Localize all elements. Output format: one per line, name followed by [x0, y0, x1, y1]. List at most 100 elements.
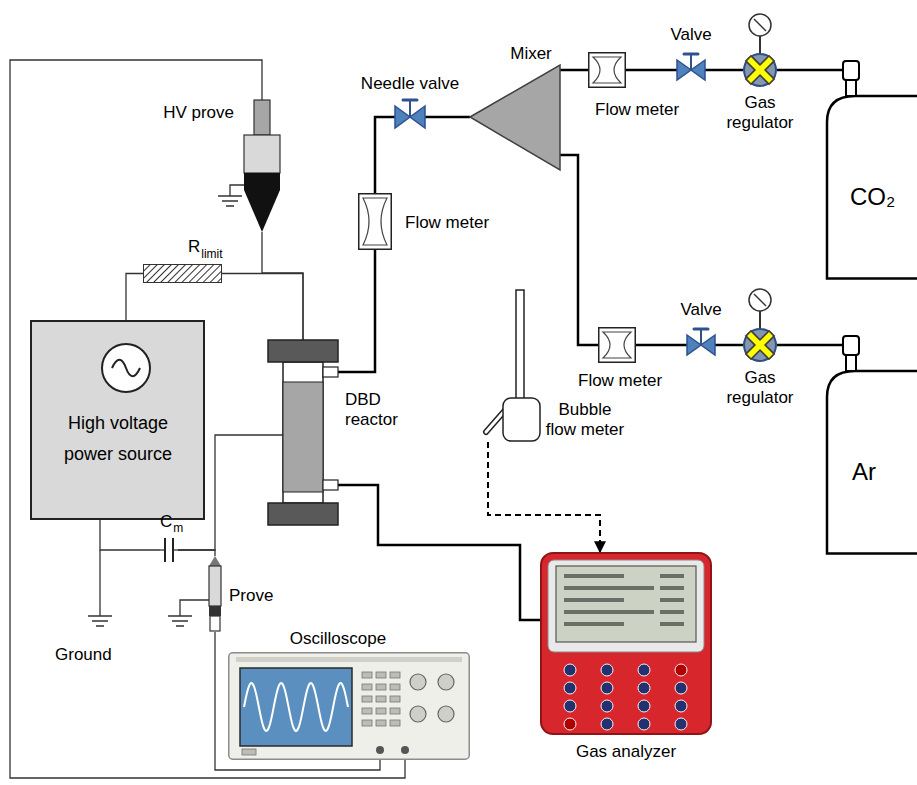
valve-stem	[700, 329, 702, 345]
gas-line	[560, 155, 598, 345]
screen-line	[564, 598, 624, 602]
scope-button	[390, 684, 400, 690]
valve-handle	[694, 328, 708, 331]
valve-stem	[690, 54, 692, 70]
cylinder-neck	[846, 80, 856, 96]
scope-input	[376, 746, 384, 754]
analyzer-case	[541, 553, 711, 734]
bubble-tube	[516, 290, 524, 400]
analyzer-key	[564, 718, 576, 730]
analyzer-key	[601, 664, 613, 676]
cylinder-valve	[843, 336, 859, 355]
valve-stem	[409, 100, 411, 117]
regulator-body	[744, 329, 776, 361]
scope-knob	[410, 706, 426, 722]
cylinder-body	[827, 96, 917, 279]
screen-line	[660, 598, 684, 602]
scope-button	[376, 720, 386, 726]
component-shape	[207, 556, 223, 632]
signal-wire	[262, 232, 303, 340]
component-label: High voltage power source	[43, 408, 193, 469]
screen-line	[660, 574, 684, 578]
gas-mixer: Mixer	[470, 65, 560, 170]
power-source-box	[31, 321, 204, 519]
component-shape	[825, 58, 917, 280]
gauge-dial	[749, 289, 771, 311]
gauge-stem	[759, 311, 761, 329]
ground-symbol	[88, 616, 112, 626]
flow-meter: Flow meter	[358, 193, 392, 250]
analyzer-key	[601, 682, 613, 694]
signal-wire	[178, 550, 215, 556]
scope-strip	[236, 657, 462, 662]
flow-meter: Flow meter	[598, 327, 636, 363]
component-label: HV prove	[163, 103, 234, 123]
screen-line	[660, 610, 684, 614]
ground-wire	[99, 550, 100, 616]
gas-line	[636, 344, 687, 347]
needle-valve: Needle valve	[395, 106, 425, 128]
component-shape	[687, 335, 715, 355]
component-shape	[677, 60, 705, 80]
scope-knob	[410, 674, 426, 690]
resistor-symbol	[144, 265, 222, 283]
gas-line	[777, 344, 825, 347]
component-shape	[588, 52, 626, 88]
scope-screen	[240, 668, 352, 746]
scope-button	[376, 684, 386, 690]
analyzer-key	[675, 664, 687, 676]
cylinder-body	[827, 371, 917, 554]
component-label: Oscilloscope	[290, 629, 386, 649]
component-label: Ar	[852, 458, 876, 487]
scope-power	[242, 749, 256, 755]
reactor-flange	[268, 503, 338, 525]
valve-body	[410, 106, 425, 128]
gas-line	[626, 69, 677, 72]
screen-line	[564, 586, 654, 590]
flow-meter-body	[589, 53, 626, 88]
flow-meter-float	[603, 332, 631, 358]
pipe-stub	[825, 69, 843, 72]
analyzer-key	[638, 682, 650, 694]
scope-trace	[244, 683, 348, 731]
reactor-tube	[283, 362, 323, 503]
probe-cap	[254, 100, 270, 135]
component-shape	[480, 290, 542, 442]
scope-button	[362, 708, 372, 714]
component-shape	[160, 538, 178, 562]
component-shape	[470, 65, 560, 170]
analyzer-key	[564, 682, 576, 694]
ground-symbol	[218, 196, 242, 206]
component-shape	[228, 652, 470, 760]
component-label: limit	[201, 247, 222, 261]
gas-cylinder: CO₂	[825, 58, 917, 280]
scope-button	[362, 672, 372, 678]
analyzer-key	[638, 664, 650, 676]
component-label: Gas analyzer	[576, 742, 676, 762]
component-shape	[540, 552, 712, 735]
regulator-cross	[751, 336, 769, 354]
probe-body	[244, 135, 280, 173]
gas-line	[375, 117, 395, 193]
voltage-probe: Prove	[207, 556, 223, 632]
analyzer-key	[564, 664, 576, 676]
component-label: C	[160, 512, 172, 532]
analyzer-key	[675, 700, 687, 712]
scope-button	[362, 720, 372, 726]
component-label: Valve	[670, 25, 711, 45]
component-label: Gas regulator	[718, 93, 802, 134]
valve-body	[701, 335, 715, 355]
probe-tip	[244, 190, 280, 232]
scope-knob	[438, 674, 454, 690]
cylinder-neck	[846, 355, 856, 371]
component-label: m	[173, 521, 183, 535]
gauge-needle	[754, 19, 766, 31]
valve-body	[677, 60, 691, 80]
screen-line	[660, 622, 684, 626]
flow-meter-float	[363, 198, 387, 245]
screen-line	[660, 586, 684, 590]
component-label: Flow meter	[595, 100, 679, 120]
analyzer-key	[675, 682, 687, 694]
capacitor-plate	[172, 538, 174, 562]
component-label: Gas regulator	[718, 368, 802, 409]
